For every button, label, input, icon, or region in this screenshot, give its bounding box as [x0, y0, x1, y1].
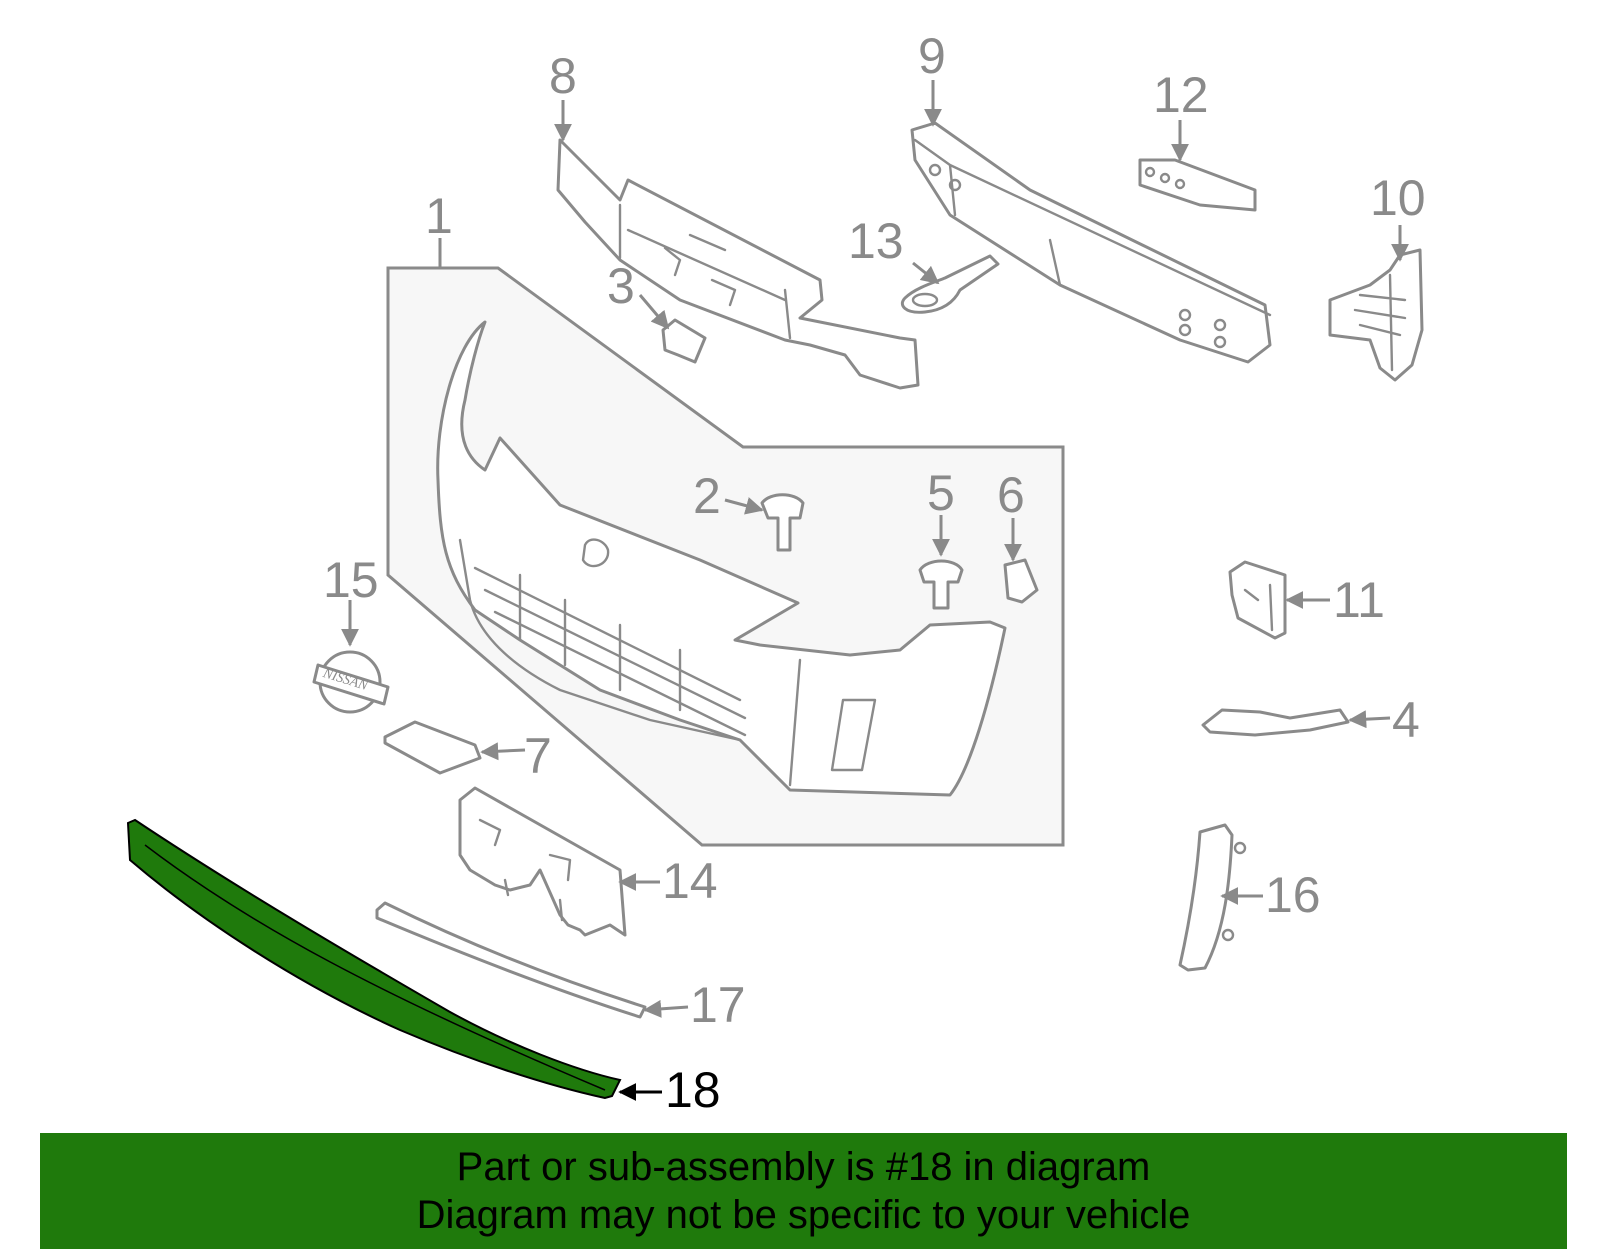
part-14-splash-shield: [458, 786, 627, 937]
callout-9: 9: [918, 28, 946, 84]
part-12-bracket: [1138, 158, 1257, 212]
callout-1: 1: [425, 188, 453, 244]
callout-18: 18: [665, 1062, 721, 1118]
part-13-tow-hook: [900, 254, 1000, 314]
part-3-clip: [661, 318, 707, 364]
part-16-side-marker: [1178, 823, 1247, 972]
part-17-lower-strip: [375, 901, 647, 1019]
callout-arrows: [341, 80, 1409, 1101]
callout-2: 2: [693, 468, 721, 524]
callout-17: 17: [690, 977, 746, 1033]
callout-14: 14: [662, 853, 718, 909]
callout-11: 11: [1333, 572, 1385, 628]
callout-16: 16: [1265, 867, 1321, 923]
callout-15: 15: [323, 552, 379, 608]
callout-10: 10: [1370, 170, 1426, 226]
callout-3: 3: [607, 258, 635, 314]
part-10-side-bracket: [1328, 248, 1424, 382]
callout-12: 12: [1153, 67, 1209, 123]
part-15-emblem: NISSAN: [312, 650, 390, 714]
banner-line-disclaimer: Diagram may not be specific to your vehi…: [416, 1193, 1191, 1237]
callout-8: 8: [549, 48, 577, 104]
banner-line-part: Part or sub-assembly is #18 in diagram: [456, 1145, 1151, 1189]
part-2-fastener: [760, 493, 805, 552]
callout-5: 5: [927, 465, 955, 521]
callout-6: 6: [997, 467, 1025, 523]
part-7-bracket: [383, 720, 482, 775]
part-11-bracket: [1228, 560, 1287, 640]
part-18-lower-lip-highlighted: [126, 818, 622, 1100]
part-5-fastener: [918, 559, 964, 610]
part-4-strip: [1201, 708, 1350, 737]
bumper-cover: [436, 320, 1007, 797]
info-banner: Part or sub-assembly is #18 in diagram D…: [40, 1133, 1567, 1249]
callout-labels: 1 2 3 4 5 6 7 8 9 10 11 12 13 14 15 16 1…: [323, 28, 1426, 1118]
callout-7: 7: [524, 728, 552, 784]
part-8-energy-absorber: [556, 138, 920, 390]
callout-4: 4: [1392, 692, 1420, 748]
part-9-reinforcement: [910, 121, 1272, 364]
callout-13: 13: [848, 213, 904, 269]
